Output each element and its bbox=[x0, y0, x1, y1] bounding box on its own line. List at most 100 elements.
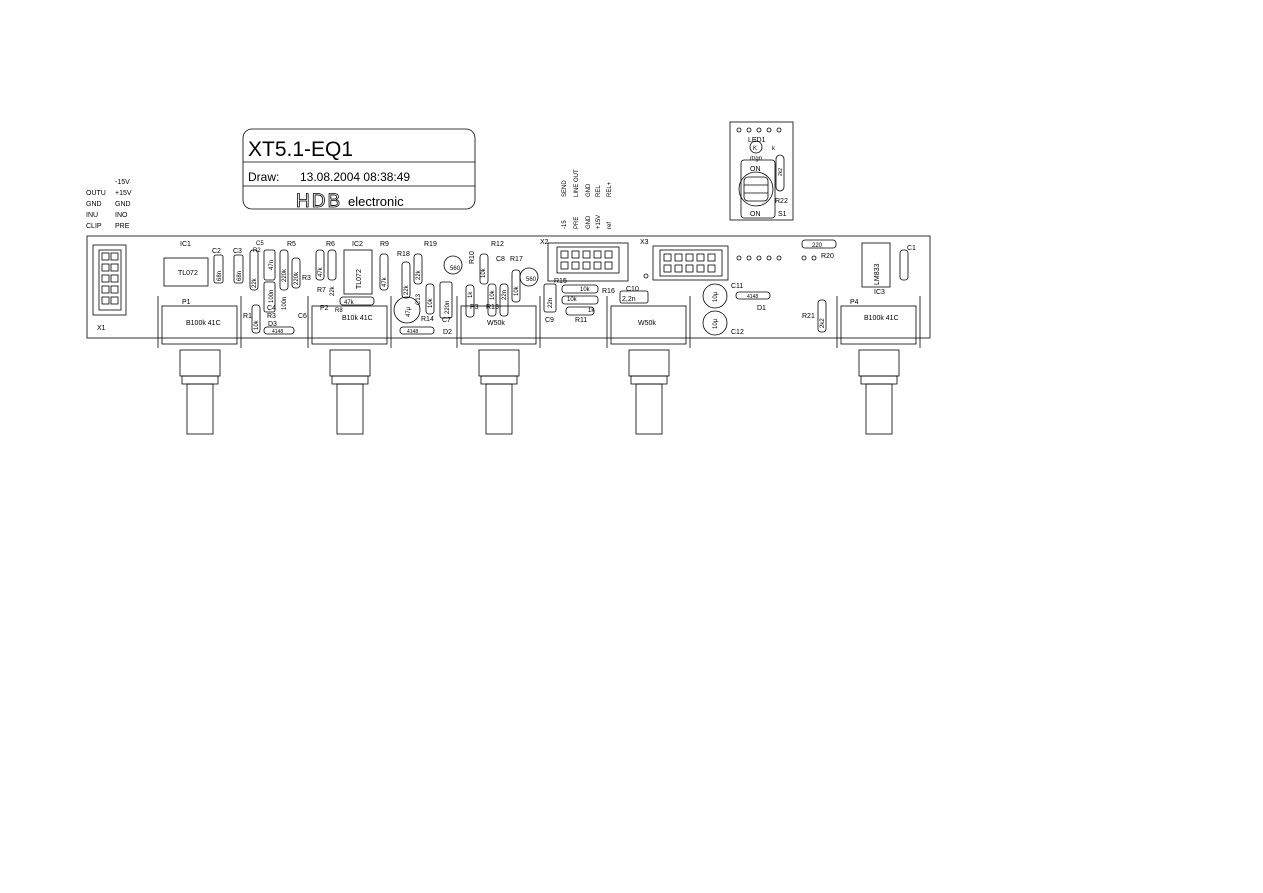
pot-p3: W50k bbox=[456, 296, 541, 435]
x2-label-m15: -15 bbox=[562, 220, 568, 229]
title-text: XT5.1-EQ1 bbox=[248, 138, 353, 161]
r20-value: 220 bbox=[812, 243, 823, 249]
p3-value: W50k bbox=[487, 320, 505, 327]
p3-label: P3 bbox=[470, 304, 479, 311]
r12-label: R12 bbox=[491, 241, 504, 248]
x2-label-pre: PRE bbox=[574, 217, 580, 229]
ic1-part: TL072 bbox=[178, 270, 198, 277]
ic3-part: LM833 bbox=[874, 263, 881, 285]
x2-label-line-out: LINE OUT bbox=[574, 169, 580, 197]
r6-label: R6 bbox=[326, 241, 335, 248]
s1-label: S1 bbox=[778, 211, 787, 218]
pot-p2: P2 B10k 41C bbox=[307, 296, 392, 435]
r17-label: R17 bbox=[510, 256, 523, 263]
r11-value: 10k bbox=[567, 297, 578, 303]
d2-label: D2 bbox=[443, 329, 452, 336]
d1-label: D1 bbox=[757, 305, 766, 312]
ic1: IC1 TL072 bbox=[163, 241, 209, 287]
c4-label: C4 bbox=[267, 305, 276, 312]
x2-label-rel-plus: REL+ bbox=[607, 181, 613, 197]
r16-value: 1k bbox=[588, 308, 595, 314]
x1-label-inu: INU bbox=[86, 212, 98, 219]
r8-label: R8 bbox=[335, 308, 343, 314]
x2-label-gnd-bottom: GND bbox=[586, 215, 592, 229]
r13-value: 10k bbox=[490, 289, 496, 300]
c13-value: 47µ bbox=[406, 306, 412, 317]
x3-connector: X3 bbox=[640, 239, 729, 281]
led-color-label: rt/gn bbox=[750, 156, 762, 162]
x1-label-pre: PRE bbox=[115, 223, 130, 230]
pcb-outline bbox=[86, 235, 931, 339]
ic1-ref: IC1 bbox=[180, 241, 191, 248]
r3-value-rot: 220k bbox=[294, 271, 300, 285]
led1-label: LED1 bbox=[748, 137, 766, 144]
c11-label: C11 bbox=[731, 283, 743, 290]
c8-value: 22n bbox=[502, 290, 508, 300]
c2-label: C2 bbox=[212, 248, 221, 255]
r5-label: R5 bbox=[287, 241, 296, 248]
c12-value: 10µ bbox=[713, 318, 719, 329]
d3-part: 4148 bbox=[272, 329, 283, 335]
c3-value: 68n bbox=[237, 271, 243, 281]
x1-label-outu: OUTU bbox=[86, 190, 106, 197]
pot-p4: P4 B100k 41C bbox=[836, 296, 921, 435]
c4-value: 100n bbox=[269, 290, 275, 303]
r15-label: R15 bbox=[554, 278, 567, 285]
pot-p-unlabeled: W50k bbox=[606, 296, 691, 435]
c6-value: 100n bbox=[282, 297, 288, 310]
r14-value: 10k bbox=[428, 297, 434, 308]
r20-label: R20 bbox=[821, 253, 834, 260]
r21-label: R21 bbox=[802, 313, 815, 320]
passive-components bbox=[213, 239, 909, 336]
d2-part: 4148 bbox=[407, 329, 418, 335]
r19-value: 22k bbox=[416, 269, 422, 280]
draw-datetime: 13.08.2004 08:38:49 bbox=[300, 170, 410, 184]
r7-value: 22k bbox=[330, 285, 336, 296]
c3-label: C3 bbox=[233, 248, 242, 255]
d1-part: 4148 bbox=[747, 294, 758, 300]
r8-value: 47k bbox=[344, 300, 355, 306]
draw-label: Draw: bbox=[248, 170, 279, 184]
r11-label: R11 bbox=[575, 317, 587, 324]
switch-module: LED1 K k rt/gn ON ON R22 S1 2k2 bbox=[729, 121, 794, 221]
r21-value: 2k2 bbox=[820, 318, 826, 328]
p1-ref: P1 bbox=[182, 299, 191, 306]
c10-label: C10 bbox=[626, 286, 639, 293]
r16-label: R16 bbox=[602, 288, 615, 295]
x1-label-gnd-right: GND bbox=[115, 201, 131, 208]
c11-value: 10µ bbox=[713, 291, 719, 302]
p2-value: B10k 41C bbox=[342, 315, 373, 322]
c9-label: C9 bbox=[545, 317, 554, 324]
r22-value: 2k2 bbox=[778, 168, 784, 176]
r4-value: 220k bbox=[282, 268, 288, 282]
led-k2-label: k bbox=[772, 146, 776, 152]
x2-label-gnd-top: GND bbox=[586, 183, 592, 197]
c13-label: C13 bbox=[416, 293, 422, 305]
ic2-ref: IC2 bbox=[352, 241, 363, 248]
ic3-ref: IC3 bbox=[874, 289, 885, 296]
x2-label-ref: ref bbox=[607, 222, 613, 229]
switch-on-top: ON bbox=[750, 166, 761, 173]
r22-label: R22 bbox=[775, 198, 788, 205]
r12-value: 10k bbox=[481, 267, 487, 278]
x1-label-p15v: +15V bbox=[115, 190, 132, 197]
c7-label: C7 bbox=[442, 317, 451, 324]
r2-value: 22k bbox=[252, 277, 258, 288]
c5-label: C5 bbox=[256, 241, 264, 247]
p2-ref: P2 bbox=[320, 305, 329, 312]
x2-label-send: SEND bbox=[562, 180, 568, 197]
x2-label-p15v: +15V bbox=[596, 215, 602, 229]
x1-label-ino: INO bbox=[115, 212, 128, 219]
c7-value: 220n bbox=[445, 301, 451, 314]
p4-value: B100k 41C bbox=[864, 315, 899, 322]
x2-ref: X2 bbox=[540, 239, 549, 246]
switch-on-bottom: ON bbox=[750, 211, 761, 218]
ic2-part: TL072 bbox=[356, 269, 363, 289]
company-name: electronic bbox=[348, 194, 404, 209]
r9-value: 47k bbox=[382, 276, 388, 287]
r14-label: R14 bbox=[421, 316, 434, 323]
r19-label: R19 bbox=[424, 241, 437, 248]
x1-label-clip: CLIP bbox=[86, 223, 102, 230]
d3-label: D3 bbox=[268, 321, 277, 328]
p4-ref: P4 bbox=[850, 299, 859, 306]
